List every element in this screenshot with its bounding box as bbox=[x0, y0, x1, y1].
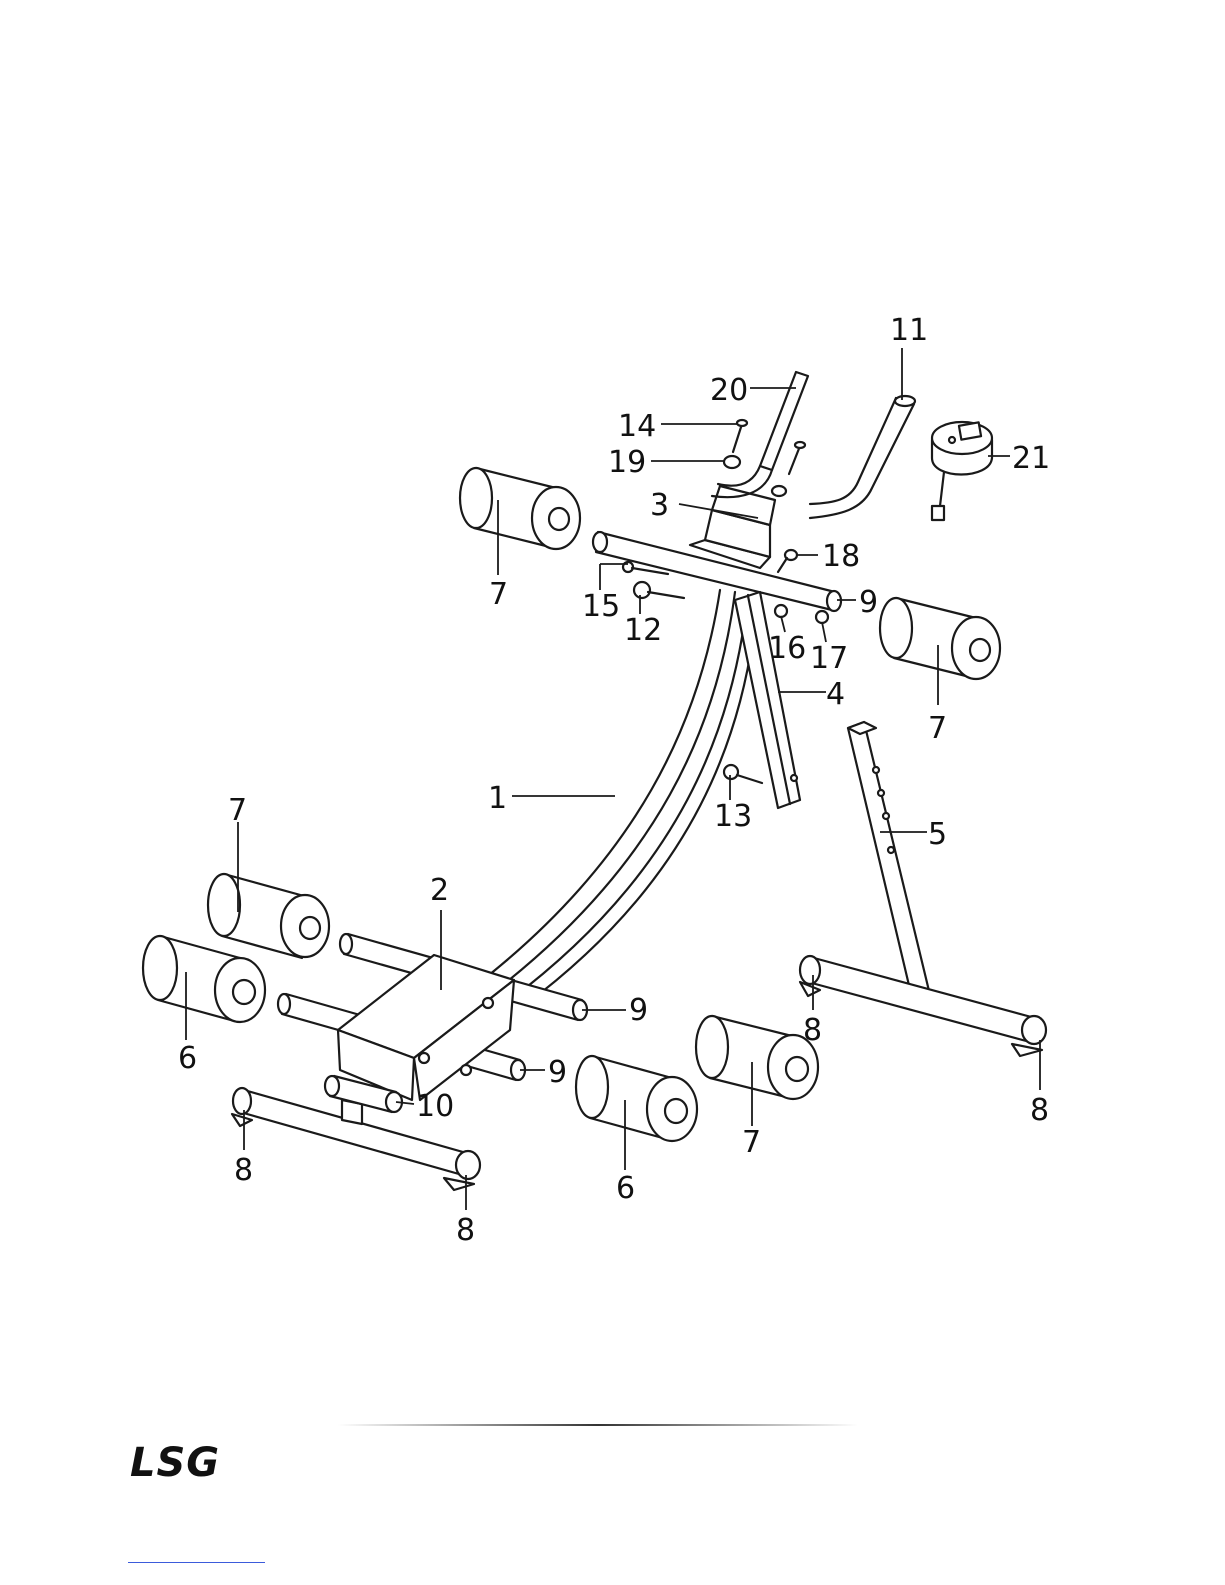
label-7-top: 7 bbox=[489, 577, 508, 612]
label-2: 2 bbox=[430, 873, 449, 908]
label-8-rear-right: 8 bbox=[1030, 1093, 1049, 1128]
support-tube-4 bbox=[735, 592, 800, 808]
label-1: 1 bbox=[488, 781, 507, 816]
footer-divider bbox=[338, 1424, 858, 1427]
bolt-14b bbox=[789, 442, 805, 474]
adjustment-tube-5 bbox=[848, 722, 930, 998]
bolt-12 bbox=[634, 582, 684, 598]
foam-roller-7-bottom bbox=[696, 1016, 818, 1099]
label-16: 16 bbox=[768, 631, 806, 666]
foam-roller-7-left bbox=[208, 874, 329, 958]
label-6-bottom: 6 bbox=[616, 1171, 635, 1206]
label-13: 13 bbox=[714, 799, 752, 834]
label-21: 21 bbox=[1012, 441, 1050, 476]
front-bracket-2 bbox=[338, 955, 514, 1100]
label-3: 3 bbox=[650, 488, 669, 523]
label-18: 18 bbox=[822, 539, 860, 574]
label-17: 17 bbox=[810, 641, 848, 676]
monitor-computer bbox=[932, 422, 992, 520]
label-7-bottom: 7 bbox=[742, 1125, 761, 1160]
label-4: 4 bbox=[826, 677, 845, 712]
label-14: 14 bbox=[618, 409, 656, 444]
label-6-left: 6 bbox=[178, 1041, 197, 1076]
nut-17 bbox=[816, 611, 828, 623]
label-7-left: 7 bbox=[228, 793, 247, 828]
knob-18 bbox=[778, 550, 797, 572]
brand-logo: LSG bbox=[130, 1440, 220, 1486]
label-5: 5 bbox=[928, 817, 947, 852]
washer-16 bbox=[775, 605, 787, 617]
foam-roller-6-bottom bbox=[576, 1056, 697, 1141]
label-19: 19 bbox=[608, 445, 646, 480]
label-15: 15 bbox=[582, 589, 620, 624]
label-12: 12 bbox=[624, 613, 662, 648]
main-curved-frame bbox=[470, 590, 758, 1005]
label-11: 11 bbox=[890, 313, 928, 348]
label-8-rear-left: 8 bbox=[803, 1013, 822, 1048]
label-9-front-lower: 9 bbox=[548, 1055, 567, 1090]
label-20: 20 bbox=[710, 373, 748, 408]
label-7-right: 7 bbox=[928, 711, 947, 746]
foam-roller-7-top bbox=[460, 468, 580, 549]
handlebar-right bbox=[810, 396, 915, 518]
label-10: 10 bbox=[416, 1089, 454, 1124]
footer-link-underline bbox=[128, 1562, 265, 1563]
top-head-block bbox=[690, 486, 775, 568]
label-9-front-upper: 9 bbox=[629, 993, 648, 1028]
label-8-front-left: 8 bbox=[234, 1153, 253, 1188]
foam-roller-7-right bbox=[880, 598, 1000, 679]
label-8-front-right: 8 bbox=[456, 1213, 475, 1248]
foam-roller-6-left bbox=[143, 936, 265, 1022]
label-9-top: 9 bbox=[859, 585, 878, 620]
